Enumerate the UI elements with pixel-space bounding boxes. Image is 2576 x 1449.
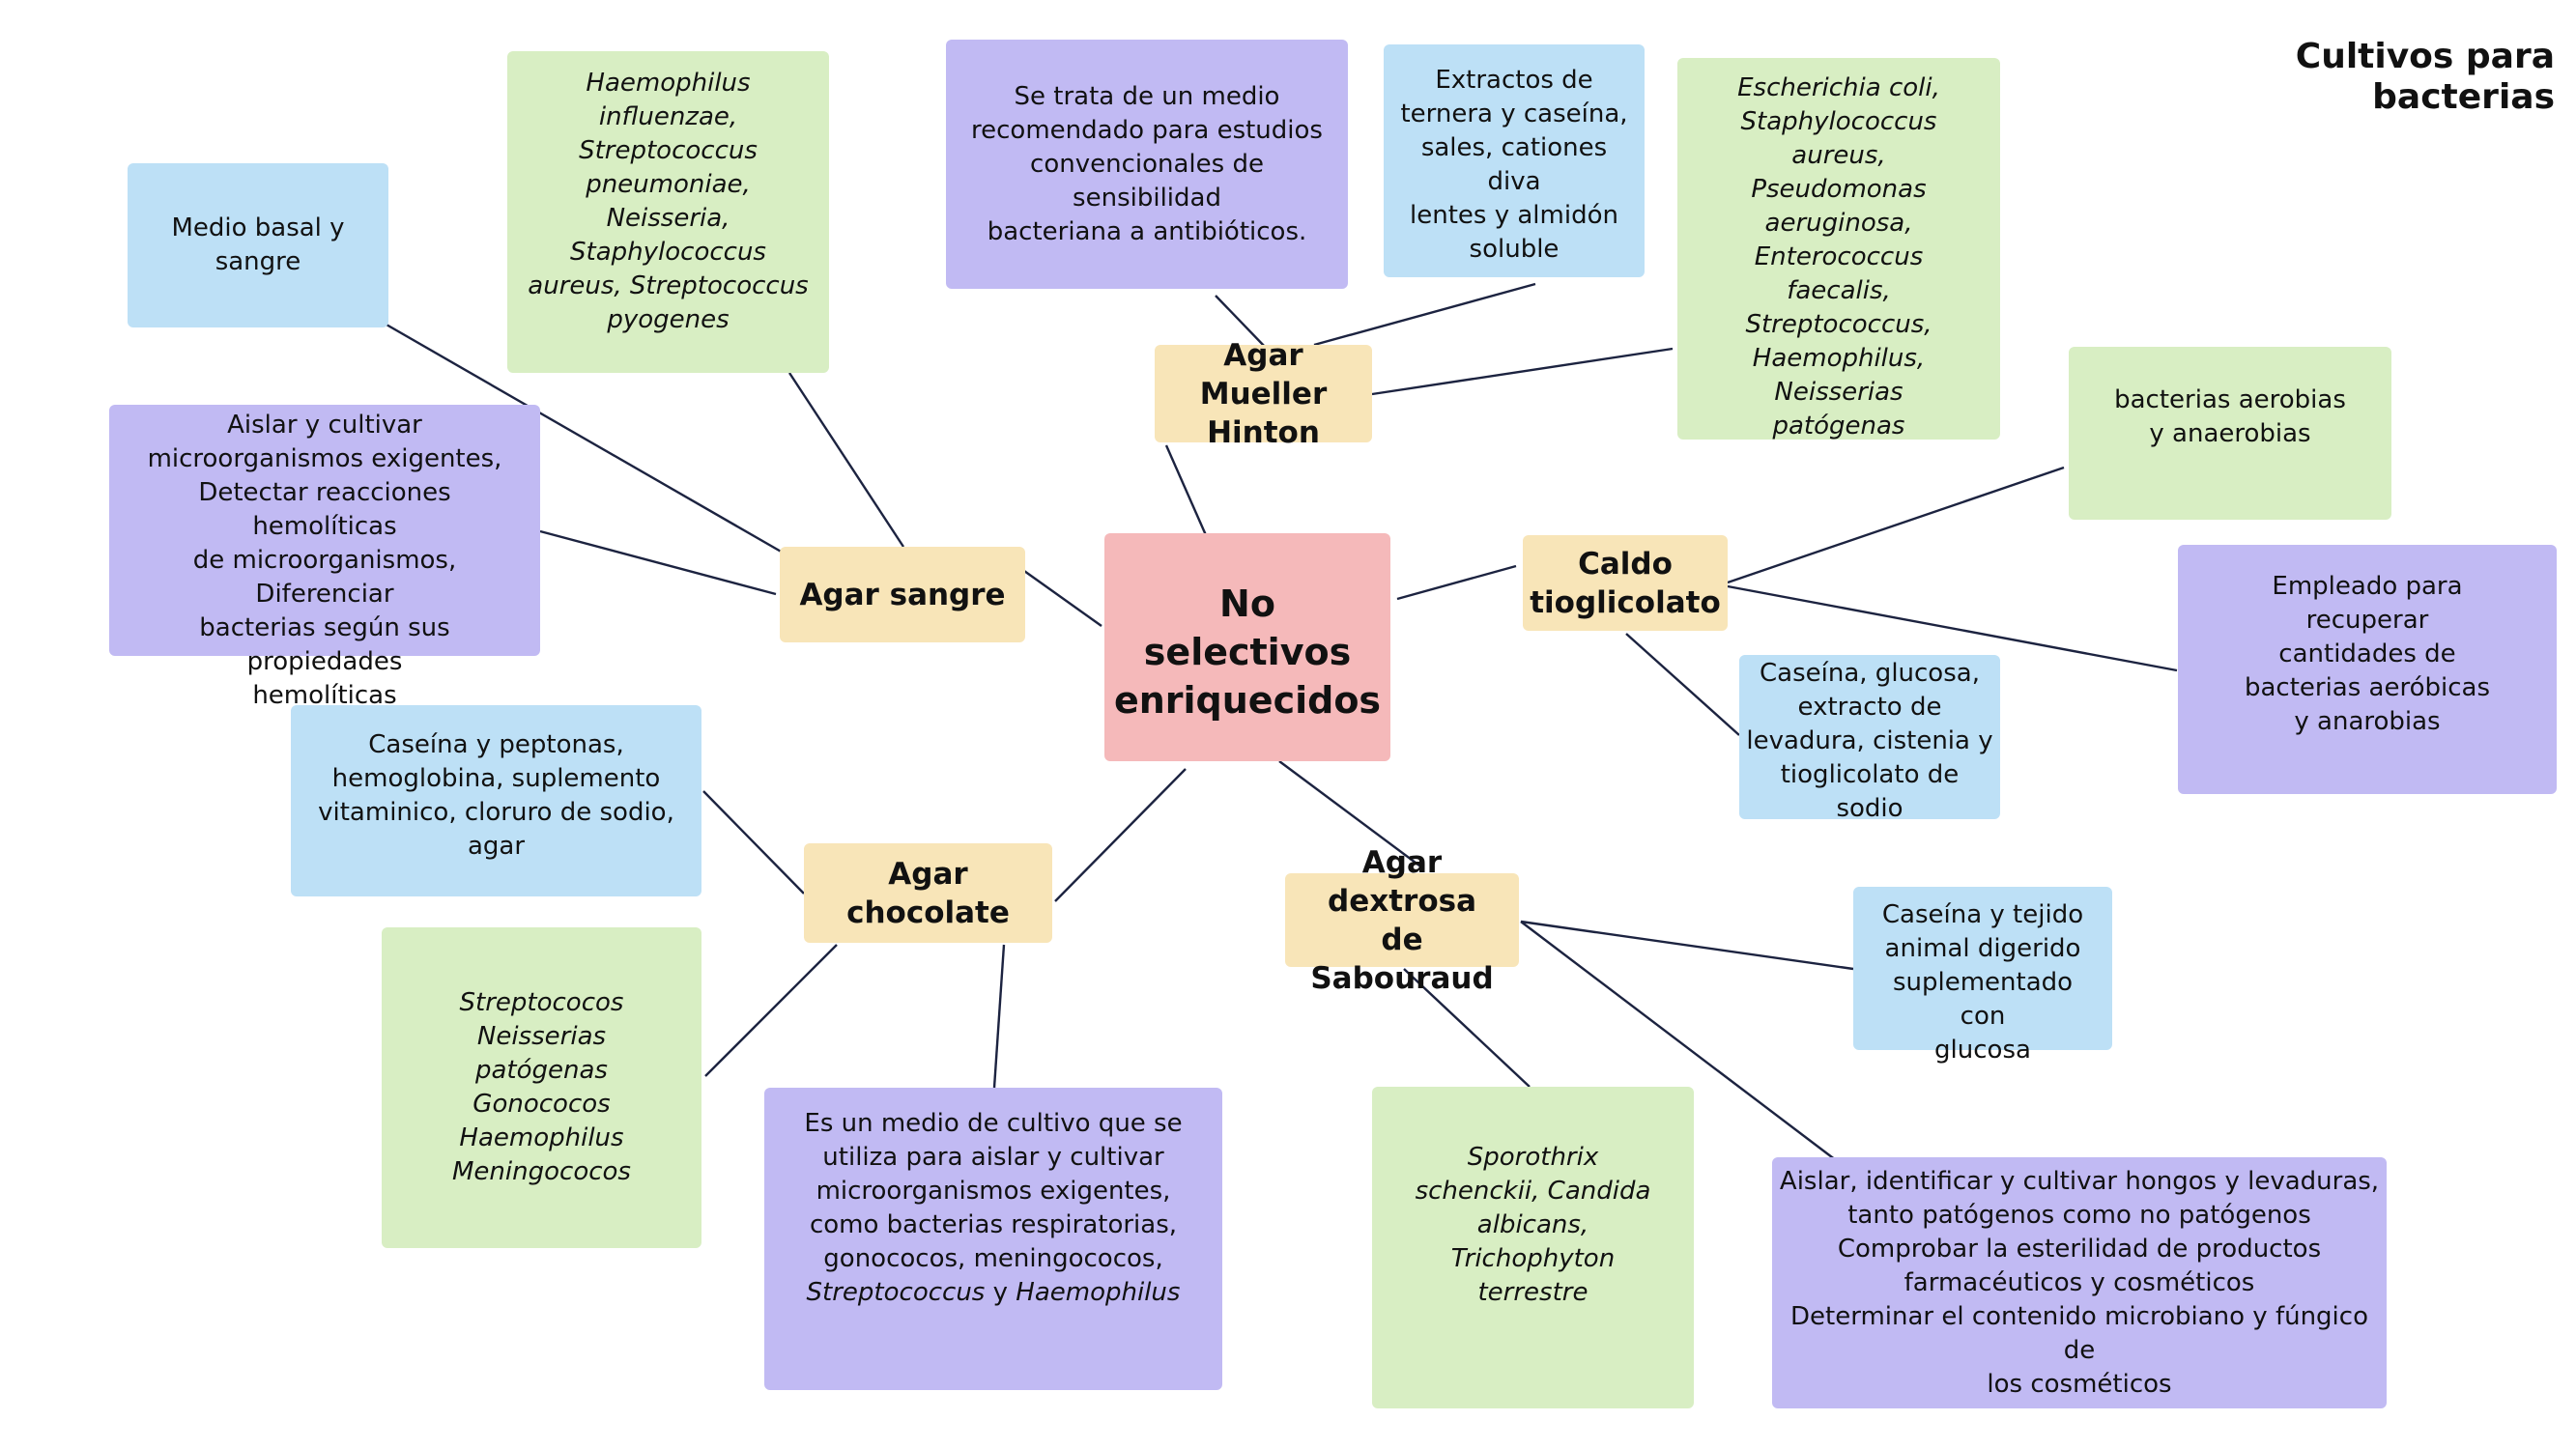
- card-text: Sporothrix schenckii, Candida albicans, …: [1415, 1143, 1651, 1307]
- card-caldo-organisms[interactable]: bacterias aerobias y anaerobias: [2069, 347, 2391, 520]
- card-text: Aislar y cultivar microorganismos exigen…: [147, 411, 502, 710]
- link-chocolate-streptococos: [704, 944, 838, 1077]
- use-conjunction: y: [985, 1278, 1016, 1307]
- card-agar-chocolate-use[interactable]: Es un medio de cultivo que se utiliza pa…: [764, 1088, 1222, 1390]
- card-mueller-hinton-use[interactable]: Se trata de un medio recomendado para es…: [946, 40, 1348, 289]
- link-aislar-sangre: [539, 529, 777, 596]
- link-setrata-mh: [1215, 295, 1268, 350]
- card-text: Caseína y peptonas, hemoglobina, supleme…: [318, 730, 674, 861]
- node-label: Agar sangre: [799, 577, 1006, 612]
- node-agar-sabouraud[interactable]: Agar dextrosa de Sabouraud: [1285, 845, 1519, 996]
- card-agar-chocolate-composition[interactable]: Caseína y peptonas, hemoglobina, supleme…: [291, 705, 701, 896]
- node-label: Agar Mueller Hinton: [1199, 337, 1328, 450]
- node-mueller-hinton[interactable]: Agar Mueller Hinton: [1155, 338, 1372, 450]
- node-agar-sangre[interactable]: Agar sangre: [780, 547, 1025, 642]
- card-agar-sangre-organisms[interactable]: Haemophilus influenzae, Streptococcus pn…: [507, 51, 829, 373]
- link-basal-sangre: [372, 315, 790, 558]
- central-node-label: No selectivos enriquecidos: [1113, 582, 1382, 722]
- link-mh-center: [1164, 444, 1208, 536]
- card-text: Empleado para recuperar cantidades de ba…: [2244, 572, 2491, 736]
- card-text: Escherichia coli, Staphylococcus aureus,…: [1737, 73, 1940, 440]
- use-organism-1: Streptococcus: [806, 1278, 986, 1307]
- node-label: Agar chocolate: [846, 856, 1010, 930]
- node-caldo-tioglicolato[interactable]: Caldo tioglicolato: [1523, 535, 1728, 631]
- central-node[interactable]: No selectivos enriquecidos: [1104, 533, 1390, 761]
- card-sabouraud-composition[interactable]: Caseína y tejido animal digerido supleme…: [1853, 887, 2112, 1065]
- card-agar-sangre-composition[interactable]: Medio basal y sangre: [128, 163, 388, 327]
- card-text: Haemophilus influenzae, Streptococcus pn…: [528, 69, 809, 334]
- link-center-chocolate: [1054, 768, 1187, 902]
- card-text: Medio basal y sangre: [171, 213, 345, 276]
- node-label: Caldo tioglicolato: [1530, 546, 1721, 620]
- card-text: Se trata de un medio recomendado para es…: [971, 82, 1323, 246]
- link-caldo-empleado: [1727, 584, 2178, 672]
- link-sabouraud-aislar: [1520, 921, 1837, 1161]
- link-extractos-mh: [1313, 282, 1536, 347]
- link-center-sabouraud: [1278, 760, 1424, 869]
- card-sabouraud-organisms[interactable]: Sporothrix schenckii, Candida albicans, …: [1372, 1087, 1694, 1408]
- use-text: Es un medio de cultivo que se utiliza pa…: [804, 1109, 1183, 1273]
- card-text: Extractos de ternera y caseína, sales, c…: [1400, 66, 1628, 264]
- link-caldo-glucosa: [1625, 633, 1740, 736]
- diagram-title: Cultivos para bacterias: [2295, 37, 2555, 117]
- link-chocolate-esunmedio: [992, 944, 1006, 1089]
- link-sabouraud-tejido: [1520, 920, 1854, 971]
- card-text: Es un medio de cultivo que se utiliza pa…: [804, 1107, 1182, 1310]
- card-text: Caseína, glucosa, extracto de levadura, …: [1746, 659, 1993, 823]
- card-mueller-hinton-organisms[interactable]: Escherichia coli, Staphylococcus aureus,…: [1677, 58, 2000, 440]
- card-text: Caseína y tejido animal digerido supleme…: [1881, 900, 2084, 1065]
- link-sabouraud-sporothrix: [1403, 968, 1531, 1088]
- card-caldo-use[interactable]: Empleado para recuperar cantidades de ba…: [2178, 545, 2557, 794]
- link-peptonas-chocolate: [702, 790, 805, 895]
- link-caldo-aerobias: [1727, 466, 2065, 584]
- card-text: Streptococos Neisserias patógenas Gonoco…: [452, 988, 631, 1186]
- card-agar-chocolate-organisms[interactable]: Streptococos Neisserias patógenas Gonoco…: [382, 927, 701, 1248]
- link-center-caldo: [1396, 564, 1517, 601]
- node-agar-chocolate[interactable]: Agar chocolate: [804, 843, 1052, 943]
- node-label: Agar dextrosa de Sabouraud: [1310, 844, 1494, 996]
- link-haemophilus-sangre: [787, 372, 905, 548]
- use-organism-2: Haemophilus: [1016, 1278, 1181, 1307]
- card-text: Aislar, identificar y cultivar hongos y …: [1779, 1167, 2380, 1399]
- card-agar-sangre-use[interactable]: Aislar y cultivar microorganismos exigen…: [109, 405, 540, 710]
- link-escherichia-mh: [1371, 347, 1674, 396]
- card-text: bacterias aerobias y anaerobias: [2114, 385, 2346, 448]
- link-sangre-center: [1023, 570, 1102, 627]
- card-sabouraud-use[interactable]: Aislar, identificar y cultivar hongos y …: [1772, 1157, 2387, 1408]
- card-mueller-hinton-composition[interactable]: Extractos de ternera y caseína, sales, c…: [1384, 44, 1645, 277]
- card-caldo-composition[interactable]: Caseína, glucosa, extracto de levadura, …: [1739, 655, 2000, 823]
